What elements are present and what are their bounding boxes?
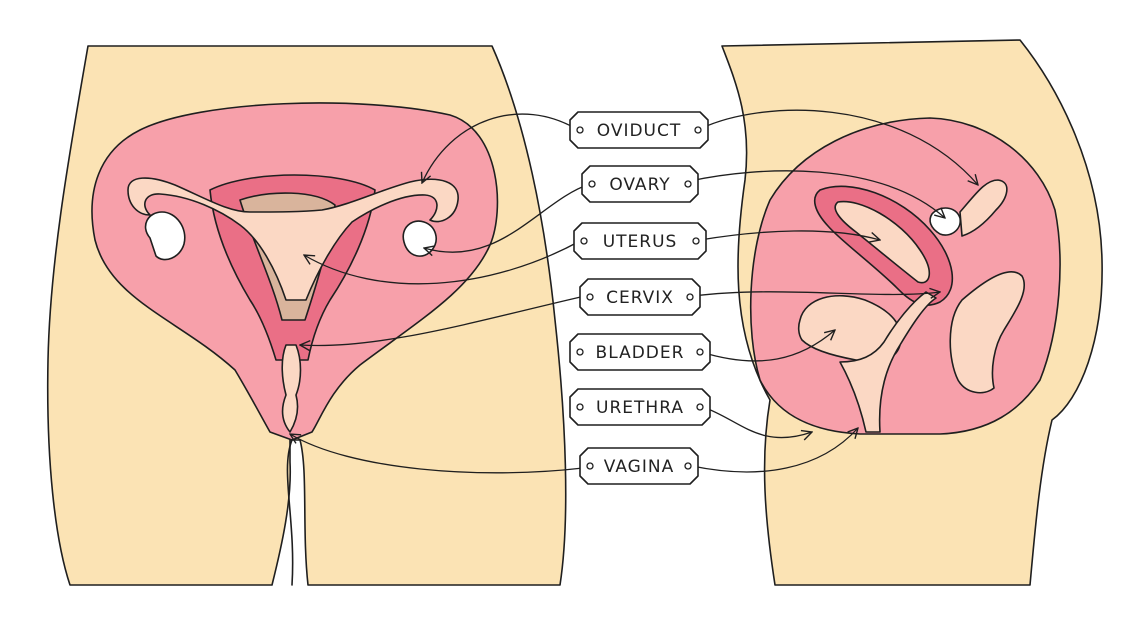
leader-oviduct-front	[422, 113, 579, 183]
label-bladder: BLADDER	[569, 333, 711, 371]
side-oviduct	[959, 179, 1008, 237]
side-rectum	[949, 271, 1025, 394]
label-ovary-text: OVARY	[609, 175, 670, 195]
label-vagina: VAGINA	[579, 447, 699, 485]
side-view	[721, 39, 1103, 586]
label-urethra: URETHRA	[569, 388, 711, 426]
side-uterus-cavity	[834, 200, 930, 284]
leader-urethra-side	[702, 406, 812, 438]
leader-lines	[290, 109, 978, 474]
leader-cervix-front	[300, 295, 586, 346]
front-vulva	[286, 439, 294, 586]
front-ovary-right	[402, 220, 437, 257]
label-tags: OVIDUCT OVARY UTERUS CERVIX BLADDER	[569, 111, 711, 485]
front-ovary-left	[144, 211, 186, 261]
leader-oviduct-side	[699, 109, 978, 185]
leader-cervix-side	[693, 292, 940, 296]
label-vagina-text: VAGINA	[604, 457, 674, 477]
label-urethra-text: URETHRA	[596, 398, 684, 418]
leader-ovary-front	[424, 183, 591, 252]
label-oviduct-text: OVIDUCT	[597, 121, 682, 141]
leader-vagina-front	[290, 434, 584, 474]
label-cervix: CERVIX	[579, 278, 701, 316]
leader-bladder-side	[700, 330, 835, 362]
leader-uterus-front	[304, 240, 581, 285]
label-bladder-text: BLADDER	[596, 343, 685, 363]
leader-uterus-side	[699, 230, 880, 240]
label-oviduct: OVIDUCT	[569, 111, 709, 149]
label-uterus-text: UTERUS	[603, 232, 678, 252]
label-uterus: UTERUS	[573, 222, 707, 260]
label-ovary: OVARY	[581, 165, 699, 203]
leader-ovary-side	[689, 170, 945, 218]
front-view	[46, 45, 567, 586]
side-vaginal-canal	[839, 291, 937, 433]
front-vaginal-canal	[281, 344, 302, 433]
leader-vagina-side	[691, 428, 858, 473]
front-uterus-body	[127, 177, 459, 301]
label-cervix-text: CERVIX	[606, 288, 674, 308]
